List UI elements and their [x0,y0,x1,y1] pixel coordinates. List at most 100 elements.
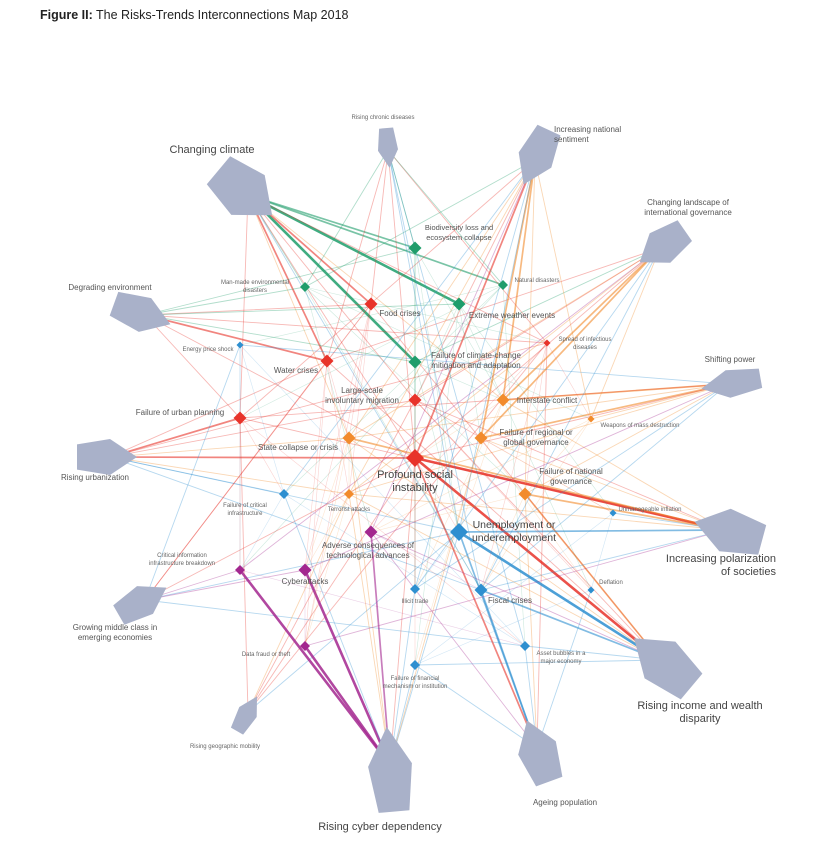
risk-label-water-crises: Water crises [274,366,318,375]
risk-label-line: Terrorist attacks [328,507,370,513]
risk-link-social-instability-unemployment [414,457,460,533]
link-ageing-population-to-social-instability [414,457,538,749]
risk-link-man-made-disasters-fiscal-crises [304,286,482,591]
link-changing-climate-to-interstate-conflict [247,194,504,401]
link-rising-urbanization-to-social-instability [109,456,416,459]
risk-link-critical-infrastructure-failure-critical-info-breakdown [239,493,285,571]
link-degrading-environment-to-extreme-weather [144,303,460,316]
link-rising-geographic-mobility-to-social-instability [247,457,416,713]
risk-link-adverse-tech-fiscal-crises [370,531,482,591]
risk-node-fiscal-crises [474,583,488,597]
risk-node-unmanageable-inflation [609,509,617,517]
risk-label-line: underemployment [472,532,556,544]
risk-link-energy-price-shock-critical-infrastructure-failure [239,344,285,495]
risk-label-line: Unemployment or [473,519,556,531]
link-rising-chronic-diseases-to-water-crises [326,149,389,362]
risk-link-man-made-disasters-adverse-tech [304,286,372,533]
risk-node-state-collapse [342,431,356,445]
link-rising-income-disparity-to-unemployment [457,530,662,662]
risk-link-unmanageable-inflation-deflation [590,512,614,591]
risk-link-water-crises-cyberattacks [304,360,328,571]
link-rising-income-disparity-to-state-collapse [348,437,661,661]
risk-label-line: Interstate conflict [517,396,578,405]
link-degrading-environment-to-urban-planning-failure [144,314,241,419]
link-rising-urbanization-to-state-collapse [109,437,350,458]
link-rising-cyber-dependency-to-state-collapse [348,437,391,766]
risk-link-deflation-financial-mechanism-failure [414,589,592,666]
risk-link-terrorist-attacks-cyberattacks [304,493,350,571]
risk-label-line: involuntary migration [325,396,399,405]
risk-link-natural-disasters-critical-info-breakdown [239,284,504,571]
risk-link-infectious-diseases-national-governance-failure [524,342,548,495]
risk-label-interstate-conflict: Interstate conflict [517,396,578,405]
risk-label-line: Adverse consequences of [322,541,415,550]
link-degrading-environment-to-social-instability [144,314,416,459]
link-increasing-national-sentiment-to-global-governance-failure [480,159,536,439]
risk-label-line: global governance [503,438,569,447]
link-rising-income-disparity-to-financial-mechanism-failure [414,659,661,666]
link-rising-cyber-dependency-to-terrorist-attacks [348,493,391,766]
trend-node-changing-climate [206,156,273,216]
link-rising-income-disparity-to-water-crises [326,360,661,661]
link-growing-middle-class-to-energy-price-shock [144,344,241,601]
risk-link-man-made-disasters-infectious-diseases [304,286,548,344]
link-rising-cyber-dependency-to-critical-infrastructure-failure [283,493,391,766]
risk-link-biodiversity-loss-unemployment [414,247,460,533]
risk-link-food-crises-terrorist-attacks [348,303,372,495]
risk-label-line: Failure of critical [223,503,267,509]
risk-label-line: mitigation and adaptation [431,361,520,370]
link-ageing-population-to-financial-mechanism-failure [414,664,538,749]
link-increasing-national-sentiment-to-man-made-disasters [304,159,536,288]
link-increasing-national-sentiment-to-involuntary-migration [414,159,536,401]
risk-link-urban-planning-failure-asset-bubbles [239,417,526,647]
link-increasing-national-sentiment-to-weapons-mass-destruction [534,159,592,420]
risk-label-line: Extreme weather events [469,311,555,320]
link-increasing-national-sentiment-to-adverse-tech [370,159,536,533]
risk-link-weapons-mass-destruction-adverse-tech [370,418,592,533]
link-shifting-power-to-urban-planning-failure [239,383,729,419]
trend-label-shifting-power: Shifting power [705,355,756,364]
risk-label-line: ecosystem collapse [426,233,491,242]
link-rising-geographic-mobility-to-infectious-diseases [247,342,548,713]
link-rising-chronic-diseases-to-asset-bubbles [387,149,526,647]
trend-label-line: Rising geographic mobility [190,744,260,750]
risk-link-terrorist-attacks-data-fraud [304,493,350,647]
link-increasing-national-sentiment-to-state-collapse [348,159,536,439]
link-increasing-national-sentiment-to-social-instability [414,159,536,459]
risk-label-line: Man-made environmental [221,280,289,286]
risk-link-climate-change-failure-interstate-conflict [414,361,504,401]
risk-label-urban-planning-failure: Failure of urban planning [136,408,225,417]
risk-label-line: Cyberattacks [282,577,329,586]
trend-node-increasing-national-sentiment [518,124,561,185]
risk-node-natural-disasters [498,280,508,290]
trend-node-shifting-power [701,368,763,398]
risk-link-infectious-diseases-weapons-mass-destruction [546,342,592,420]
risk-node-asset-bubbles [520,641,530,651]
risk-label-natural-disasters: Natural disasters [514,278,559,284]
link-rising-urbanization-to-terrorist-attacks [109,456,350,495]
risk-link-infectious-diseases-fiscal-crises [480,342,548,591]
link-rising-geographic-mobility-to-terrorist-attacks [247,493,350,713]
risk-link-global-governance-failure-unmanageable-inflation [480,437,614,514]
link-growing-middle-class-to-water-crises [144,360,328,601]
risk-link-interstate-conflict-illicit-trade [414,399,504,590]
risk-label-weapons-mass-destruction: Weapons of mass destruction [601,423,680,429]
link-changing-climate-to-biodiversity-loss [247,194,416,249]
link-rising-urbanization-to-water-crises [109,360,328,458]
risk-link-water-crises-terrorist-attacks [326,360,350,495]
risk-label-line: diseases [573,345,597,351]
link-changing-climate-to-urban-planning-failure [239,194,249,419]
risk-label-line: major economy [540,659,581,665]
link-changing-climate-to-climate-change-failure [246,193,417,364]
risk-label-energy-price-shock: Energy price shock [182,347,234,353]
risk-label-line: Illicit trade [401,599,429,605]
risk-label-line: Failure of urban planning [136,408,225,417]
link-increasing-polarization-to-data-fraud [304,529,726,647]
risk-label-line: Failure of climate-change [431,351,521,360]
